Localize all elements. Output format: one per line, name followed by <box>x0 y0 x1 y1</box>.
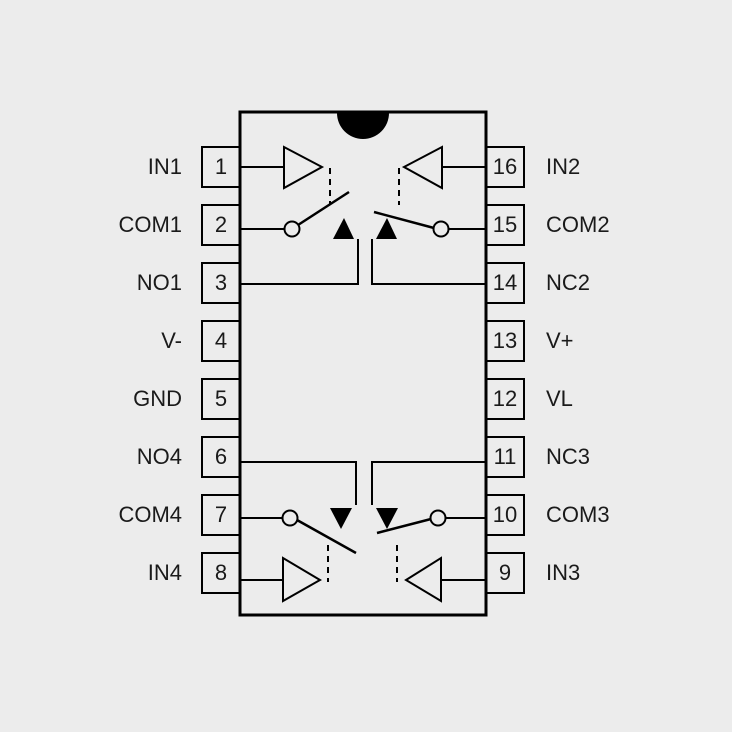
pin-box-10 <box>485 494 525 536</box>
buffer-2-icon <box>401 145 443 190</box>
wire-no4 <box>240 461 357 505</box>
buffer-4-icon <box>282 556 322 603</box>
pin-label: GND <box>133 386 182 411</box>
pin-number: 14 <box>493 270 517 295</box>
pin-label: NO1 <box>137 270 182 295</box>
pin-number: 1 <box>215 154 227 179</box>
switch-3-blade <box>376 517 432 535</box>
pin-label: IN1 <box>148 154 182 179</box>
no1-contact-icon <box>333 218 354 239</box>
com2-contact-icon <box>432 220 450 238</box>
pin-number: 2 <box>215 212 227 237</box>
pin-number: 15 <box>493 212 517 237</box>
pin-box-5 <box>201 378 241 420</box>
buffer-3-icon <box>404 556 442 603</box>
chip-body <box>238 110 488 617</box>
pin-number: 7 <box>215 502 227 527</box>
pin-box-13 <box>485 320 525 362</box>
switch-2 <box>371 145 486 285</box>
com3-contact-icon <box>429 509 447 527</box>
left-pin-numbers: 1 2 3 4 5 6 7 8 <box>215 154 227 585</box>
pin-label: NC3 <box>546 444 590 469</box>
pin-label: IN3 <box>546 560 580 585</box>
pin-box-9 <box>485 552 525 594</box>
no4-contact-icon <box>330 508 352 529</box>
pin-label: COM4 <box>118 502 182 527</box>
right-pin-numbers: 16 15 14 13 12 11 10 9 <box>493 154 517 585</box>
nc2-contact-icon <box>376 218 397 239</box>
pin-number: 12 <box>493 386 517 411</box>
pin-label: NC2 <box>546 270 590 295</box>
pin-box-8 <box>201 552 241 594</box>
pin-number: 3 <box>215 270 227 295</box>
pin-number: 11 <box>494 444 517 469</box>
pin-label: COM3 <box>546 502 610 527</box>
wire-no1 <box>240 239 359 285</box>
pin-label: V- <box>161 328 182 353</box>
com4-contact-icon <box>281 509 299 527</box>
buffer-1-icon <box>283 145 325 190</box>
pin-number: 10 <box>493 502 517 527</box>
wire-nc3 <box>371 461 486 505</box>
right-pin-labels: IN2 COM2 NC2 V+ VL NC3 COM3 IN3 <box>546 154 610 585</box>
pin1-notch <box>337 113 389 139</box>
pin-number: 4 <box>215 328 227 353</box>
pin-label: VL <box>546 386 573 411</box>
wire-nc2 <box>371 239 486 285</box>
pin-number: 9 <box>499 560 511 585</box>
pin-box-11 <box>485 436 525 478</box>
pin-number: 16 <box>493 154 517 179</box>
switch-1 <box>240 145 359 285</box>
pin-box-12 <box>485 378 525 420</box>
com1-contact-icon <box>283 220 301 238</box>
pin-box-2 <box>201 204 241 246</box>
pin-number: 13 <box>493 328 517 353</box>
switch-2-blade <box>373 210 435 230</box>
pin-label: NO4 <box>137 444 182 469</box>
left-pin-labels: IN1 COM1 NO1 V- GND NO4 COM4 IN4 <box>118 154 182 585</box>
pin-number: 5 <box>215 386 227 411</box>
switch-4 <box>240 461 357 603</box>
switch-3 <box>371 461 486 603</box>
pin-label: IN2 <box>546 154 580 179</box>
pin-label: IN4 <box>148 560 182 585</box>
switch-4-blade <box>296 518 357 555</box>
pin-label: V+ <box>546 328 574 353</box>
pin-label: COM2 <box>546 212 610 237</box>
pin-box-4 <box>201 320 241 362</box>
pin-label: COM1 <box>118 212 182 237</box>
switch-1-blade <box>297 190 350 227</box>
pin-number: 8 <box>215 560 227 585</box>
pin-box-15 <box>485 204 525 246</box>
nc3-contact-icon <box>376 508 398 529</box>
pin-box-6 <box>201 436 241 478</box>
pin-box-7 <box>201 494 241 536</box>
pin-number: 6 <box>215 444 227 469</box>
